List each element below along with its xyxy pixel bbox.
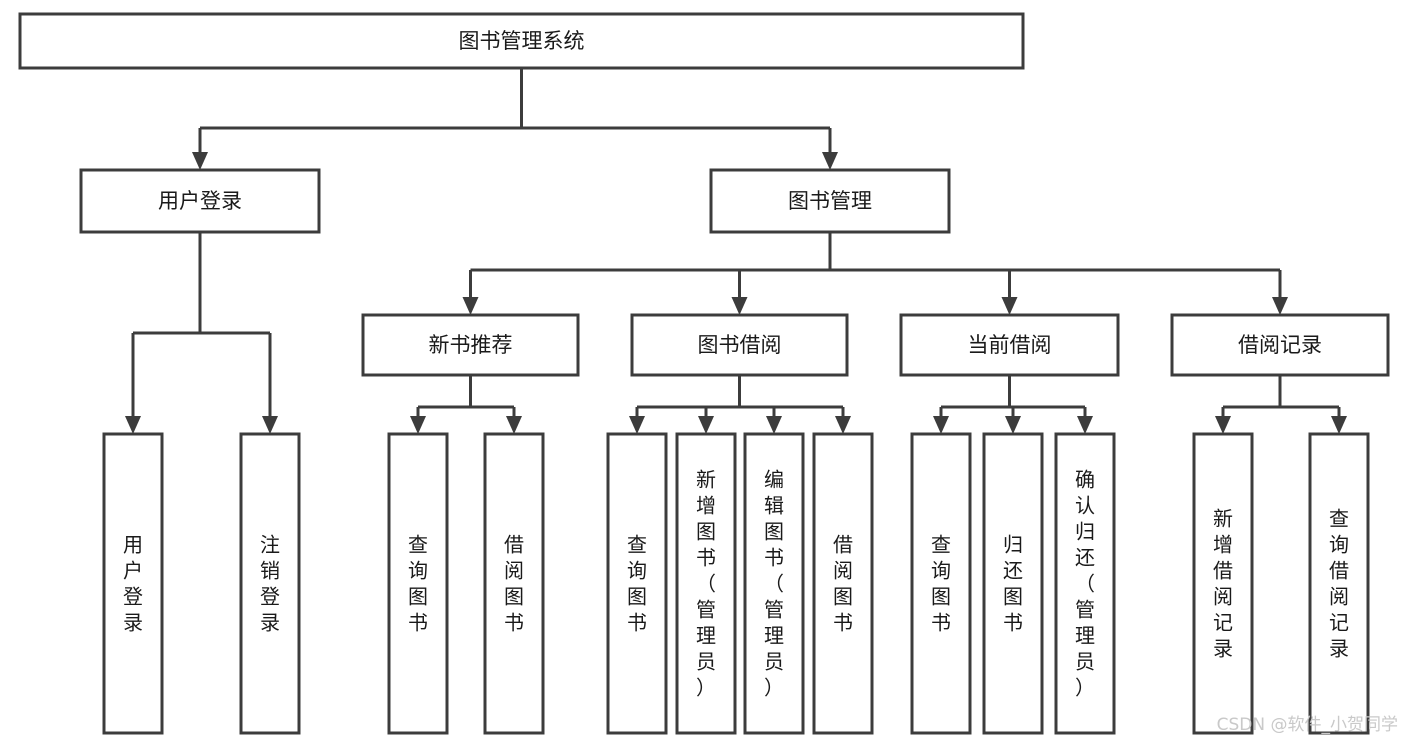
leaf-query-borrow-record-box[interactable]: [1308, 432, 1370, 735]
leaf-edit-book-admin-label: 编辑图书（管理员）: [764, 468, 784, 700]
leaf-add-borrow-record[interactable]: 新增借阅记录: [1192, 432, 1254, 735]
leaf-user-login[interactable]: 用户登录: [102, 432, 164, 735]
leaf-logout-box[interactable]: [239, 432, 301, 735]
leaf-borrow-books-borrowing-label: 借阅图书: [833, 533, 853, 635]
leaf-user-login-label: 用户登录: [123, 533, 143, 635]
leaf-confirm-return-admin-box[interactable]: [1054, 432, 1116, 735]
bus-to-leaf-query-books-recommendation-arrowhead: [410, 416, 426, 434]
node-new-book-recommendation[interactable]: 新书推荐: [361, 313, 580, 377]
bus-to-leaf-borrow-books-borrowing-arrowhead: [835, 416, 851, 434]
bus-to-leaf-query-books-borrowing-arrowhead: [629, 416, 645, 434]
leaf-query-borrow-record[interactable]: 查询借阅记录: [1308, 432, 1370, 735]
node-book-management-label: 图书管理: [788, 189, 872, 213]
node-root-library-management-system[interactable]: 图书管理系统: [18, 12, 1025, 70]
leaf-query-books-current-box[interactable]: [910, 432, 972, 735]
node-new-book-recommendation-box[interactable]: [361, 313, 580, 377]
leaf-return-books-label: 归还图书: [1003, 533, 1023, 635]
leaf-borrow-books-recommendation[interactable]: 借阅图书: [483, 432, 545, 735]
node-new-book-recommendation-label: 新书推荐: [429, 333, 513, 357]
leaf-user-login-box[interactable]: [102, 432, 164, 735]
node-user-login[interactable]: 用户登录: [79, 168, 321, 234]
node-borrowing-records-box[interactable]: [1170, 313, 1390, 377]
leaf-logout-label: 注销登录: [260, 533, 280, 635]
leaf-borrow-books-recommendation-label: 借阅图书: [504, 533, 524, 635]
leaf-query-books-borrowing[interactable]: 查询图书: [606, 432, 668, 735]
node-book-borrowing[interactable]: 图书借阅: [630, 313, 849, 377]
leaf-query-borrow-record-label: 查询借阅记录: [1329, 507, 1349, 661]
leaf-return-books[interactable]: 归还图书: [982, 432, 1044, 735]
root-to-user-login-arrowhead: [192, 152, 208, 170]
csdn-watermark: CSDN @软件_小贺同学: [1217, 715, 1398, 735]
leaf-confirm-return-admin-label: 确认归还（管理员）: [1075, 468, 1095, 700]
bus-to-leaf-add-borrow-record-arrowhead: [1215, 416, 1231, 434]
leaf-edit-book-admin-box[interactable]: [743, 432, 805, 735]
leaf-query-books-recommendation-label: 查询图书: [408, 533, 428, 635]
bus-to-leaf-query-books-current-arrowhead: [933, 416, 949, 434]
bus-to-leaf-user-login-arrowhead: [125, 416, 141, 434]
leaf-add-book-admin-label: 新增图书（管理员）: [696, 468, 716, 700]
node-user-login-label: 用户登录: [158, 189, 242, 213]
leaf-edit-book-admin[interactable]: 编辑图书（管理员）: [743, 432, 805, 735]
nodes-layer: 图书管理系统用户登录图书管理新书推荐图书借阅当前借阅借阅记录用户登录注销登录查询…: [18, 12, 1390, 735]
node-book-management[interactable]: 图书管理: [709, 168, 951, 234]
bus-to-node-borrowing-records-arrowhead: [1272, 297, 1288, 315]
node-borrowing-records[interactable]: 借阅记录: [1170, 313, 1390, 377]
leaf-borrow-books-borrowing-box[interactable]: [812, 432, 874, 735]
leaf-add-book-admin[interactable]: 新增图书（管理员）: [675, 432, 737, 735]
node-root-library-management-system-label: 图书管理系统: [459, 29, 585, 53]
node-user-login-box[interactable]: [79, 168, 321, 234]
node-borrowing-records-label: 借阅记录: [1238, 333, 1322, 357]
bus-to-node-book-borrowing-arrowhead: [731, 297, 748, 315]
bus-to-leaf-query-borrow-record-arrowhead: [1331, 416, 1347, 434]
node-current-borrowing[interactable]: 当前借阅: [899, 313, 1120, 377]
node-current-borrowing-box[interactable]: [899, 313, 1120, 377]
leaf-query-books-borrowing-label: 查询图书: [627, 533, 647, 635]
bus-to-leaf-confirm-return-admin-arrowhead: [1077, 416, 1093, 434]
bus-to-leaf-return-books-arrowhead: [1005, 416, 1021, 434]
root-to-book-management-arrowhead: [822, 152, 838, 170]
leaf-add-borrow-record-label: 新增借阅记录: [1213, 507, 1233, 661]
leaf-borrow-books-recommendation-box[interactable]: [483, 432, 545, 735]
leaf-query-books-recommendation-box[interactable]: [387, 432, 449, 735]
leaf-return-books-box[interactable]: [982, 432, 1044, 735]
leaf-add-book-admin-box[interactable]: [675, 432, 737, 735]
leaf-query-books-recommendation[interactable]: 查询图书: [387, 432, 449, 735]
leaf-logout[interactable]: 注销登录: [239, 432, 301, 735]
bus-to-leaf-add-book-admin-arrowhead: [698, 416, 714, 434]
node-root-library-management-system-box[interactable]: [18, 12, 1025, 70]
bus-to-leaf-logout-arrowhead: [262, 416, 278, 434]
leaf-query-books-current[interactable]: 查询图书: [910, 432, 972, 735]
bus-to-leaf-borrow-books-recommendation-arrowhead: [506, 416, 522, 434]
leaf-confirm-return-admin[interactable]: 确认归还（管理员）: [1054, 432, 1116, 735]
leaf-add-borrow-record-box[interactable]: [1192, 432, 1254, 735]
leaf-query-books-current-label: 查询图书: [931, 533, 951, 635]
connectors-layer: [125, 68, 1347, 434]
bus-to-node-current-borrowing-arrowhead: [1001, 297, 1018, 315]
node-book-management-box[interactable]: [709, 168, 951, 234]
node-book-borrowing-label: 图书借阅: [698, 333, 782, 357]
leaf-borrow-books-borrowing[interactable]: 借阅图书: [812, 432, 874, 735]
bus-to-leaf-edit-book-admin-arrowhead: [766, 416, 782, 434]
node-current-borrowing-label: 当前借阅: [968, 333, 1052, 357]
leaf-query-books-borrowing-box[interactable]: [606, 432, 668, 735]
node-book-borrowing-box[interactable]: [630, 313, 849, 377]
bus-to-node-new-book-recommendation-arrowhead: [462, 297, 479, 315]
